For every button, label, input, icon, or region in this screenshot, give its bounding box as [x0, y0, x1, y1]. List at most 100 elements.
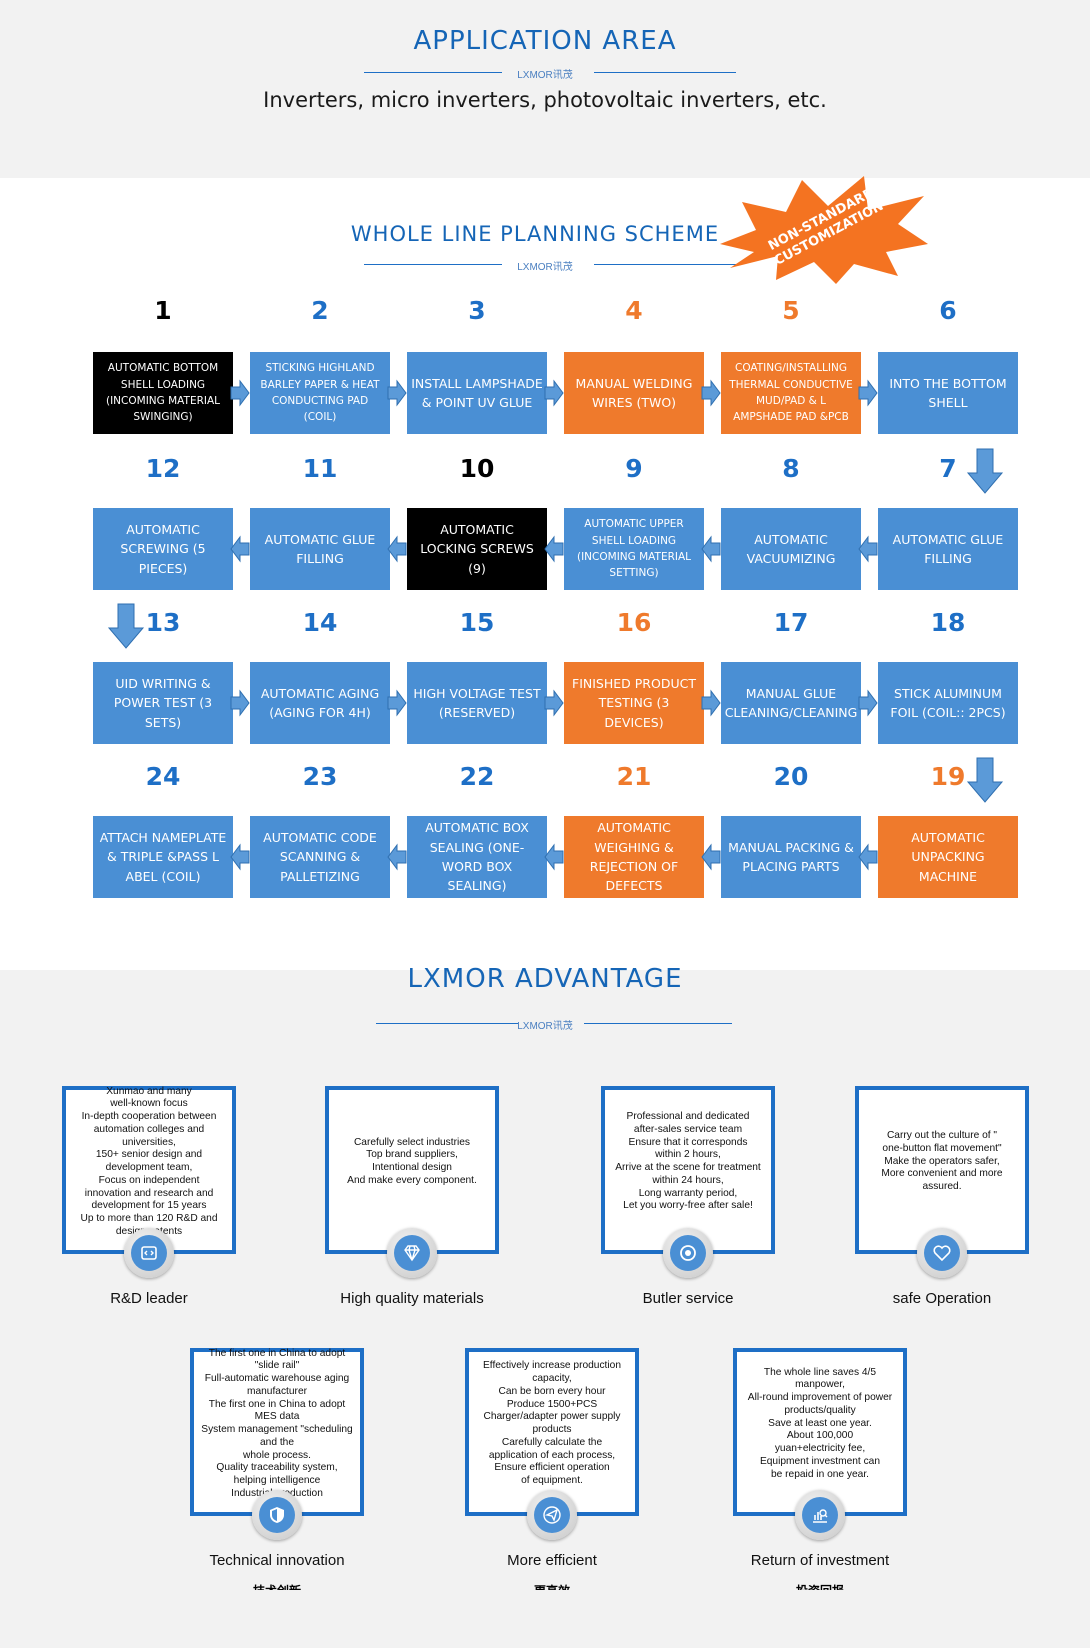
arrow-right-icon	[230, 379, 250, 407]
advantage-caption: R&D leader	[110, 1290, 188, 1307]
title-rule-right	[594, 264, 736, 265]
arrow-down-icon	[966, 757, 1004, 803]
application-area-title: APPLICATION AREA	[413, 26, 677, 56]
step-number: 19	[930, 762, 966, 791]
step-number: 13	[145, 608, 181, 637]
advantage-card-text: Xunmao and many well-known focus In-dept…	[80, 1085, 218, 1237]
step-box: AUTOMATIC VACUUMIZING	[721, 508, 861, 590]
arrow-left-icon	[230, 843, 250, 871]
step-box: AUTOMATIC BOX SEALING (ONE-WORD BOX SEAL…	[407, 816, 547, 898]
step-number: 16	[616, 608, 652, 637]
title-rule-left	[364, 264, 502, 265]
step-number: 5	[782, 296, 800, 325]
step-box: AUTOMATIC GLUE FILLING	[250, 508, 390, 590]
step-box: AUTOMATIC BOTTOM SHELL LOADING (INCOMING…	[93, 352, 233, 434]
advantage-caption-zh: 更高效	[442, 1582, 662, 1590]
step-number: 3	[468, 296, 486, 325]
advantage-caption-zh: 技术创新	[167, 1582, 387, 1590]
advantage-card: Carry out the culture of " one-button fl…	[855, 1086, 1029, 1254]
step-box: AUTOMATIC UNPACKING MACHINE	[878, 816, 1018, 898]
advantage-title: LXMOR ADVANTAGE	[407, 964, 683, 994]
step-number: 20	[773, 762, 809, 791]
step-number: 23	[302, 762, 338, 791]
advantage-card-text: Carry out the culture of " one-button fl…	[881, 1130, 1003, 1193]
advantage-card-text: Professional and dedicated after-sales s…	[615, 1111, 761, 1212]
arrow-left-icon	[858, 843, 878, 871]
step-number: 1	[154, 296, 172, 325]
heart-icon	[917, 1228, 967, 1278]
title-rule-right	[584, 1023, 732, 1024]
step-box: STICK ALUMINUM FOIL (COIL:: 2PCS)	[878, 662, 1018, 744]
step-box: AUTOMATIC UPPER SHELL LOADING (INCOMING …	[564, 508, 704, 590]
brand-mark: LXMOR讯茂	[517, 1021, 573, 1032]
advantage-card-text: The whole line saves 4/5 manpower, All-r…	[747, 1366, 893, 1480]
chart-search-icon	[795, 1490, 845, 1540]
step-box: MANUAL PACKING & PLACING PARTS	[721, 816, 861, 898]
step-box: COATING/INSTALLING THERMAL CONDUCTIVE MU…	[721, 352, 861, 434]
arrow-right-icon	[230, 689, 250, 717]
step-box: INTO THE BOTTOM SHELL	[878, 352, 1018, 434]
advantage-card: Carefully select industries Top brand su…	[325, 1086, 499, 1254]
step-number: 22	[459, 762, 495, 791]
step-box: AUTOMATIC AGING (AGING FOR 4H)	[250, 662, 390, 744]
arrow-left-icon	[544, 843, 564, 871]
arrow-right-icon	[544, 689, 564, 717]
arrow-right-icon	[701, 689, 721, 717]
service-icon	[663, 1228, 713, 1278]
step-box: UID WRITING & POWER TEST (3 SETS)	[93, 662, 233, 744]
advantage-caption: safe Operation	[892, 1290, 992, 1307]
planning-title: WHOLE LINE PLANNING SCHEME	[350, 222, 720, 246]
step-box: AUTOMATIC CODE SCANNING & PALLETIZING	[250, 816, 390, 898]
step-number: 9	[625, 454, 643, 483]
code-icon	[124, 1228, 174, 1278]
step-number: 24	[145, 762, 181, 791]
brand-mark: LXMOR讯茂	[517, 70, 573, 81]
step-box: FINISHED PRODUCT TESTING (3 DEVICES)	[564, 662, 704, 744]
arrow-right-icon	[858, 689, 878, 717]
non-standard-customization-badge: NON-STANDARD CUSTOMIZATION	[720, 176, 928, 284]
step-box: AUTOMATIC LOCKING SCREWS (9)	[407, 508, 547, 590]
arrow-right-icon	[544, 379, 564, 407]
arrow-left-icon	[387, 843, 407, 871]
step-box: STICKING HIGHLAND BARLEY PAPER & HEAT CO…	[250, 352, 390, 434]
step-number: 4	[625, 296, 643, 325]
title-rule-right	[594, 72, 736, 73]
arrow-left-icon	[230, 535, 250, 563]
flow-arrows	[107, 379, 1004, 871]
arrow-left-icon	[544, 535, 564, 563]
advantage-card-text: Effectively increase production capacity…	[483, 1360, 621, 1486]
step-number: 7	[939, 454, 957, 483]
advantage-caption: Technical innovation	[209, 1552, 345, 1569]
step-number: 8	[782, 454, 800, 483]
arrow-right-icon	[858, 379, 878, 407]
step-number: 18	[930, 608, 966, 637]
advantage-caption-zh: 投资回报	[710, 1582, 930, 1590]
step-box: AUTOMATIC SCREWING (5 PIECES)	[93, 508, 233, 590]
step-box: AUTOMATIC WEIGHING & REJECTION OF DEFECT…	[564, 816, 704, 898]
arrow-left-icon	[701, 843, 721, 871]
step-number: 15	[459, 608, 495, 637]
arrow-right-icon	[387, 689, 407, 717]
step-number: 2	[311, 296, 329, 325]
step-number: 17	[773, 608, 809, 637]
arrow-left-icon	[858, 535, 878, 563]
send-icon	[527, 1490, 577, 1540]
step-box: INSTALL LAMPSHADE & POINT UV GLUE	[407, 352, 547, 434]
advantage-card-text: Carefully select industries Top brand su…	[347, 1136, 477, 1186]
advantage-card: The first one in China to adopt "slide r…	[190, 1348, 364, 1516]
arrow-right-icon	[701, 379, 721, 407]
advantage-card: The whole line saves 4/5 manpower, All-r…	[733, 1348, 907, 1516]
application-description: Inverters, micro inverters, photovoltaic…	[263, 88, 827, 112]
step-number: 6	[939, 296, 957, 325]
advantage-card-text: The first one in China to adopt "slide r…	[201, 1347, 353, 1499]
arrow-left-icon	[387, 535, 407, 563]
title-rule-left	[364, 72, 502, 73]
arrow-right-icon	[387, 379, 407, 407]
application-area-section: APPLICATION AREA LXMOR讯茂 Inverters, micr…	[0, 0, 1090, 178]
brand-mark: LXMOR讯茂	[517, 262, 573, 273]
advantage-card: Professional and dedicated after-sales s…	[601, 1086, 775, 1254]
arrow-left-icon	[701, 535, 721, 563]
step-number: 12	[145, 454, 181, 483]
arrow-down-icon	[966, 448, 1004, 494]
step-box: MANUAL WELDING WIRES (TWO)	[564, 352, 704, 434]
